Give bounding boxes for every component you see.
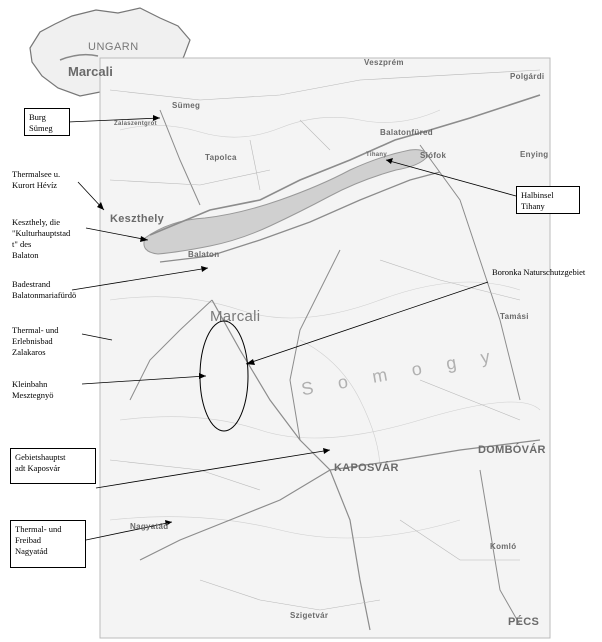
inset-country-label: UNGARN bbox=[88, 41, 139, 53]
place-balaton[interactable]: Balaton bbox=[188, 250, 220, 259]
callout-boronka: Boronka Naturschutzgebiet bbox=[492, 267, 586, 277]
place-siofok[interactable]: Siófok bbox=[420, 151, 447, 160]
place-tamasi[interactable]: Tamási bbox=[500, 312, 529, 321]
place-komlo[interactable]: Komló bbox=[490, 542, 517, 551]
inset-lake-shape bbox=[59, 53, 99, 61]
callout-heviz: Thermalsee u. Kurort Hévíz bbox=[12, 169, 61, 190]
place-kaposvar[interactable]: KAPOSVÁR bbox=[334, 462, 399, 474]
callout-burg-sumeg: Burg Sümeg bbox=[24, 108, 70, 136]
place-enying[interactable]: Enying bbox=[520, 150, 549, 159]
callout-keszthely: Keszthely, die "Kulturhauptstad t" des B… bbox=[12, 217, 71, 260]
place-tihany[interactable]: Tihany bbox=[366, 152, 388, 158]
place-nagyatad[interactable]: Nagyatád bbox=[130, 522, 169, 531]
place-polgardi[interactable]: Polgárdi bbox=[510, 72, 545, 81]
callout-tihany: Halbinsel Tihany bbox=[516, 186, 580, 214]
place-tapolca[interactable]: Tapolca bbox=[205, 153, 237, 162]
place-veszprem[interactable]: Veszprém bbox=[364, 58, 404, 67]
callout-zalakaros: Thermal- und Erlebnisbad Zalakaros bbox=[12, 325, 59, 357]
place-marcali[interactable]: Marcali bbox=[210, 308, 261, 325]
lake-balaton-shape bbox=[143, 149, 429, 255]
inset-town-label: Marcali bbox=[68, 64, 113, 79]
callout-leaders bbox=[67, 117, 517, 541]
place-balatonfured[interactable]: Balatonfüred bbox=[380, 128, 433, 137]
place-keszthely[interactable]: Keszthely bbox=[110, 213, 165, 225]
callout-nagyatad: Thermal- und Freibad Nagyatád bbox=[10, 520, 86, 568]
map-sheet bbox=[99, 57, 551, 639]
place-pecs[interactable]: PÉCS bbox=[508, 616, 540, 628]
place-dombovar[interactable]: DOMBÓVÁR bbox=[478, 444, 546, 456]
callout-kaposvar: Gebietshauptst adt Kaposvár bbox=[10, 448, 96, 484]
callout-kleinbahn: Kleinbahn Mesztegnyö bbox=[12, 379, 54, 400]
callout-arrowheads bbox=[97, 115, 393, 526]
callout-badestrand: Badestrand Balatonmariafürdö bbox=[12, 279, 77, 300]
place-szigetvar[interactable]: Szigetvár bbox=[290, 611, 329, 620]
place-zalaszentgrot[interactable]: Zalaszentgrót bbox=[114, 121, 157, 127]
place-sumeg[interactable]: Sümeg bbox=[172, 101, 201, 110]
